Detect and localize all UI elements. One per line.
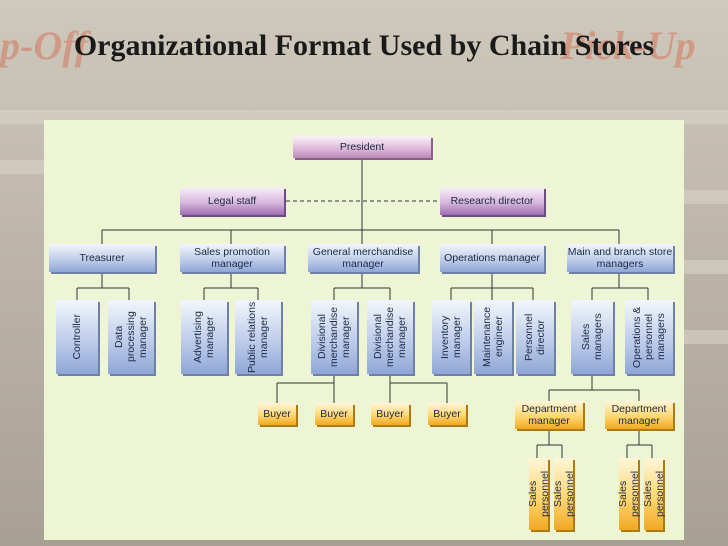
divisional-merchandise-manager-box-2: Divisional merchandise manager — [367, 300, 413, 374]
maintenance-engineer-box: Maintenance engineer — [474, 300, 512, 374]
general-merchandise-manager-box: General merchandise manager — [308, 244, 418, 272]
page-title: Organizational Format Used by Chain Stor… — [73, 29, 655, 62]
buyer-box-1: Buyer — [258, 403, 296, 425]
department-manager-box-2: Department manager — [605, 401, 673, 429]
buyer-box-2: Buyer — [315, 403, 353, 425]
controller-box: Controller — [56, 300, 98, 374]
sales-promotion-manager-box: Sales promotion manager — [180, 244, 284, 272]
operations-manager-box: Operations manager — [440, 244, 544, 272]
sales-personnel-box-3: Sales personnel — [617, 458, 641, 530]
org-chart-connectors — [76, 158, 653, 458]
legal-staff-box: Legal staff — [180, 187, 284, 215]
buyer-box-4: Buyer — [428, 403, 466, 425]
sales-personnel-box-4: Sales personnel — [642, 458, 666, 530]
data-processing-manager-box: Data processing manager — [108, 300, 154, 374]
buyer-box-3: Buyer — [371, 403, 409, 425]
sales-personnel-box-1: Sales personnel — [527, 458, 551, 530]
public-relations-manager-box: Public relations manager — [235, 300, 281, 374]
store-managers-box: Main and branch store managers — [567, 244, 673, 272]
research-director-box: Research director — [440, 187, 544, 215]
inventory-manager-box: Inventory manager — [432, 300, 470, 374]
department-manager-box-1: Department manager — [515, 401, 583, 429]
divisional-merchandise-manager-box-1: Divisional merchandise manager — [311, 300, 357, 374]
sales-managers-box: Sales managers — [571, 300, 613, 374]
president-box: President — [293, 136, 431, 158]
treasurer-box: Treasurer — [49, 244, 155, 272]
operations-personnel-managers-box: Operations & personnel managers — [625, 300, 673, 374]
sales-personnel-box-2: Sales personnel — [552, 458, 576, 530]
personnel-director-box: Personnel director — [516, 300, 554, 374]
advertising-manager-box: Advertising manager — [181, 300, 227, 374]
